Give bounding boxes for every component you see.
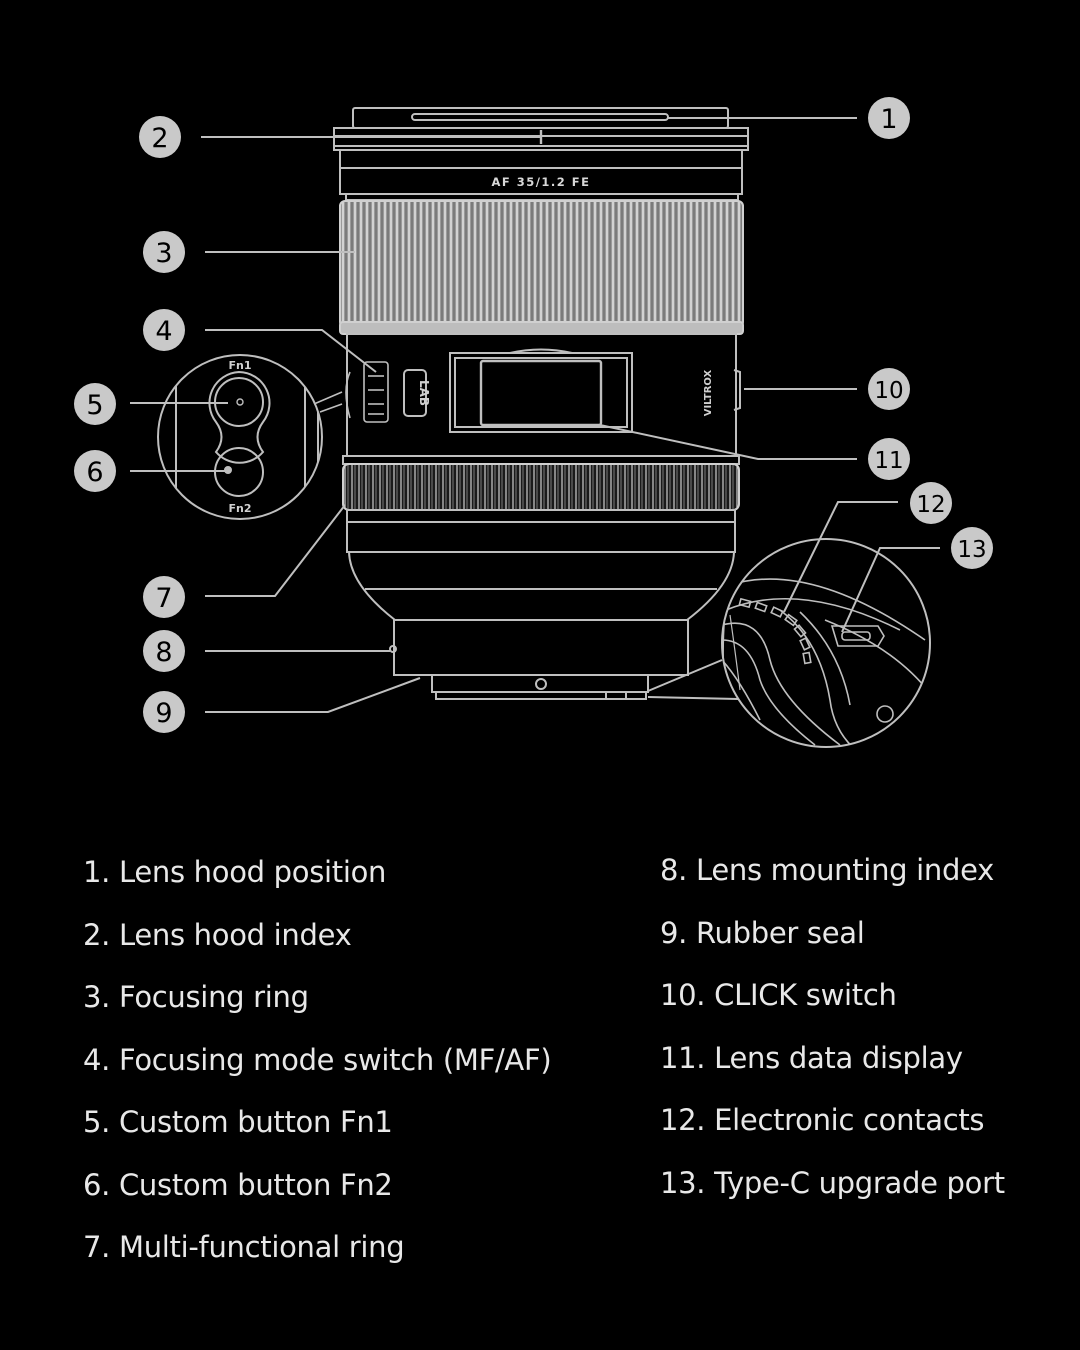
leader-mount-inset-a: [647, 659, 723, 692]
legend-item: 7. Multi-functional ring: [83, 1230, 405, 1264]
fn-button-inset: Fn1 Fn2: [157, 354, 351, 520]
display-top-tab: [509, 348, 573, 354]
lens-data-display: [479, 359, 603, 427]
svg-text:1: 1: [880, 104, 897, 135]
leader-12: [783, 501, 898, 613]
fn1-dot-icon: [236, 398, 244, 406]
legend-item: 3. Focusing ring: [83, 980, 309, 1014]
svg-text:7: 7: [155, 583, 172, 614]
legend-item: 13. Type-C upgrade port: [660, 1165, 1005, 1200]
svg-text:6: 6: [86, 457, 103, 488]
callout-6: 6: [74, 450, 116, 492]
callout-8: 8: [143, 630, 185, 672]
leader-mount-inset-b: [647, 696, 739, 700]
legend-item: 2. Lens hood index: [83, 917, 352, 952]
legend-item: 4. Focusing mode switch (MF/AF): [83, 1042, 552, 1077]
mount-tab: [605, 692, 627, 699]
legend-item: 10. CLICK switch: [660, 978, 897, 1012]
leader-9: [205, 677, 421, 713]
leader-lines: [130, 117, 940, 713]
legend-item: 6. Custom button Fn2: [83, 1167, 393, 1202]
callout-13: 13: [951, 527, 993, 569]
svg-text:5: 5: [86, 390, 103, 421]
lens-hood-position-mark: [411, 113, 669, 121]
svg-text:3: 3: [155, 238, 172, 269]
legend-item: 1. Lens hood position: [83, 855, 387, 889]
focusing-ring-edge: [339, 321, 744, 335]
leader-13: [841, 547, 940, 633]
svg-text:4: 4: [155, 316, 172, 347]
callout-12: 12: [910, 482, 952, 524]
mount-screw: [535, 678, 547, 690]
fn1-label: Fn1: [229, 359, 252, 372]
callout-5: 5: [74, 383, 116, 425]
callout-9: 9: [143, 691, 185, 733]
leader-11: [599, 424, 857, 460]
lens-diagram: AF 35/1.2 FE LAB VILTROX Fn1 Fn2: [74, 97, 993, 748]
focusing-ring: [339, 200, 744, 328]
callout-7: 7: [143, 576, 185, 618]
brand-label: VILTROX: [703, 369, 714, 416]
legend-item: 11. Lens data display: [660, 1040, 963, 1075]
legend-item: 8. Lens mounting index: [660, 853, 995, 887]
mount-ring: [393, 619, 689, 676]
svg-text:2: 2: [151, 123, 168, 154]
mount-contact-inset: [721, 538, 931, 748]
lens-data-display-frame: [449, 352, 633, 433]
focus-mode-switch: [363, 361, 389, 423]
mounting-index-dot: [389, 645, 397, 653]
callout-10: 10: [868, 368, 910, 410]
legend-item: 9. Rubber seal: [660, 915, 865, 950]
lower-body: [346, 509, 736, 553]
bayonet: [431, 674, 649, 700]
multi-functional-ring: [342, 463, 740, 511]
svg-text:10: 10: [874, 378, 903, 404]
lab-label: LAB: [417, 380, 431, 406]
callout-1: 1: [868, 97, 910, 139]
click-switch: [733, 369, 741, 411]
leader-7: [205, 504, 346, 597]
callout-badges: 1 2 3 4 5 6 7 8 9 10 11 12 13: [74, 97, 993, 733]
mf-ring-top: [342, 455, 740, 465]
leader-4: [205, 329, 377, 373]
fn2-label: Fn2: [229, 502, 252, 515]
callout-11: 11: [868, 438, 910, 480]
lens-body: [333, 107, 749, 700]
lower-body-taper: [348, 551, 735, 621]
electronic-contacts: [738, 597, 812, 665]
legend-item: 5. Custom button Fn1: [83, 1105, 393, 1139]
callout-3: 3: [143, 231, 185, 273]
legend-left: 1. Lens hood position 2. Lens hood index…: [83, 848, 552, 1286]
lens-model-label: AF 35/1.2 FE: [491, 175, 590, 189]
svg-text:8: 8: [155, 637, 172, 668]
legend-item: 12. Electronic contacts: [660, 1103, 985, 1137]
svg-text:9: 9: [155, 698, 172, 729]
svg-text:12: 12: [916, 492, 945, 518]
callout-4: 4: [143, 309, 185, 351]
svg-text:11: 11: [874, 448, 903, 474]
mount-screw-icon: [876, 705, 894, 723]
type-c-port: [830, 625, 885, 647]
svg-text:13: 13: [957, 537, 986, 563]
callout-2: 2: [139, 116, 181, 158]
lab-badge: [403, 369, 427, 417]
legend-right: 8. Lens mounting index 9. Rubber seal 10…: [660, 846, 1005, 1221]
